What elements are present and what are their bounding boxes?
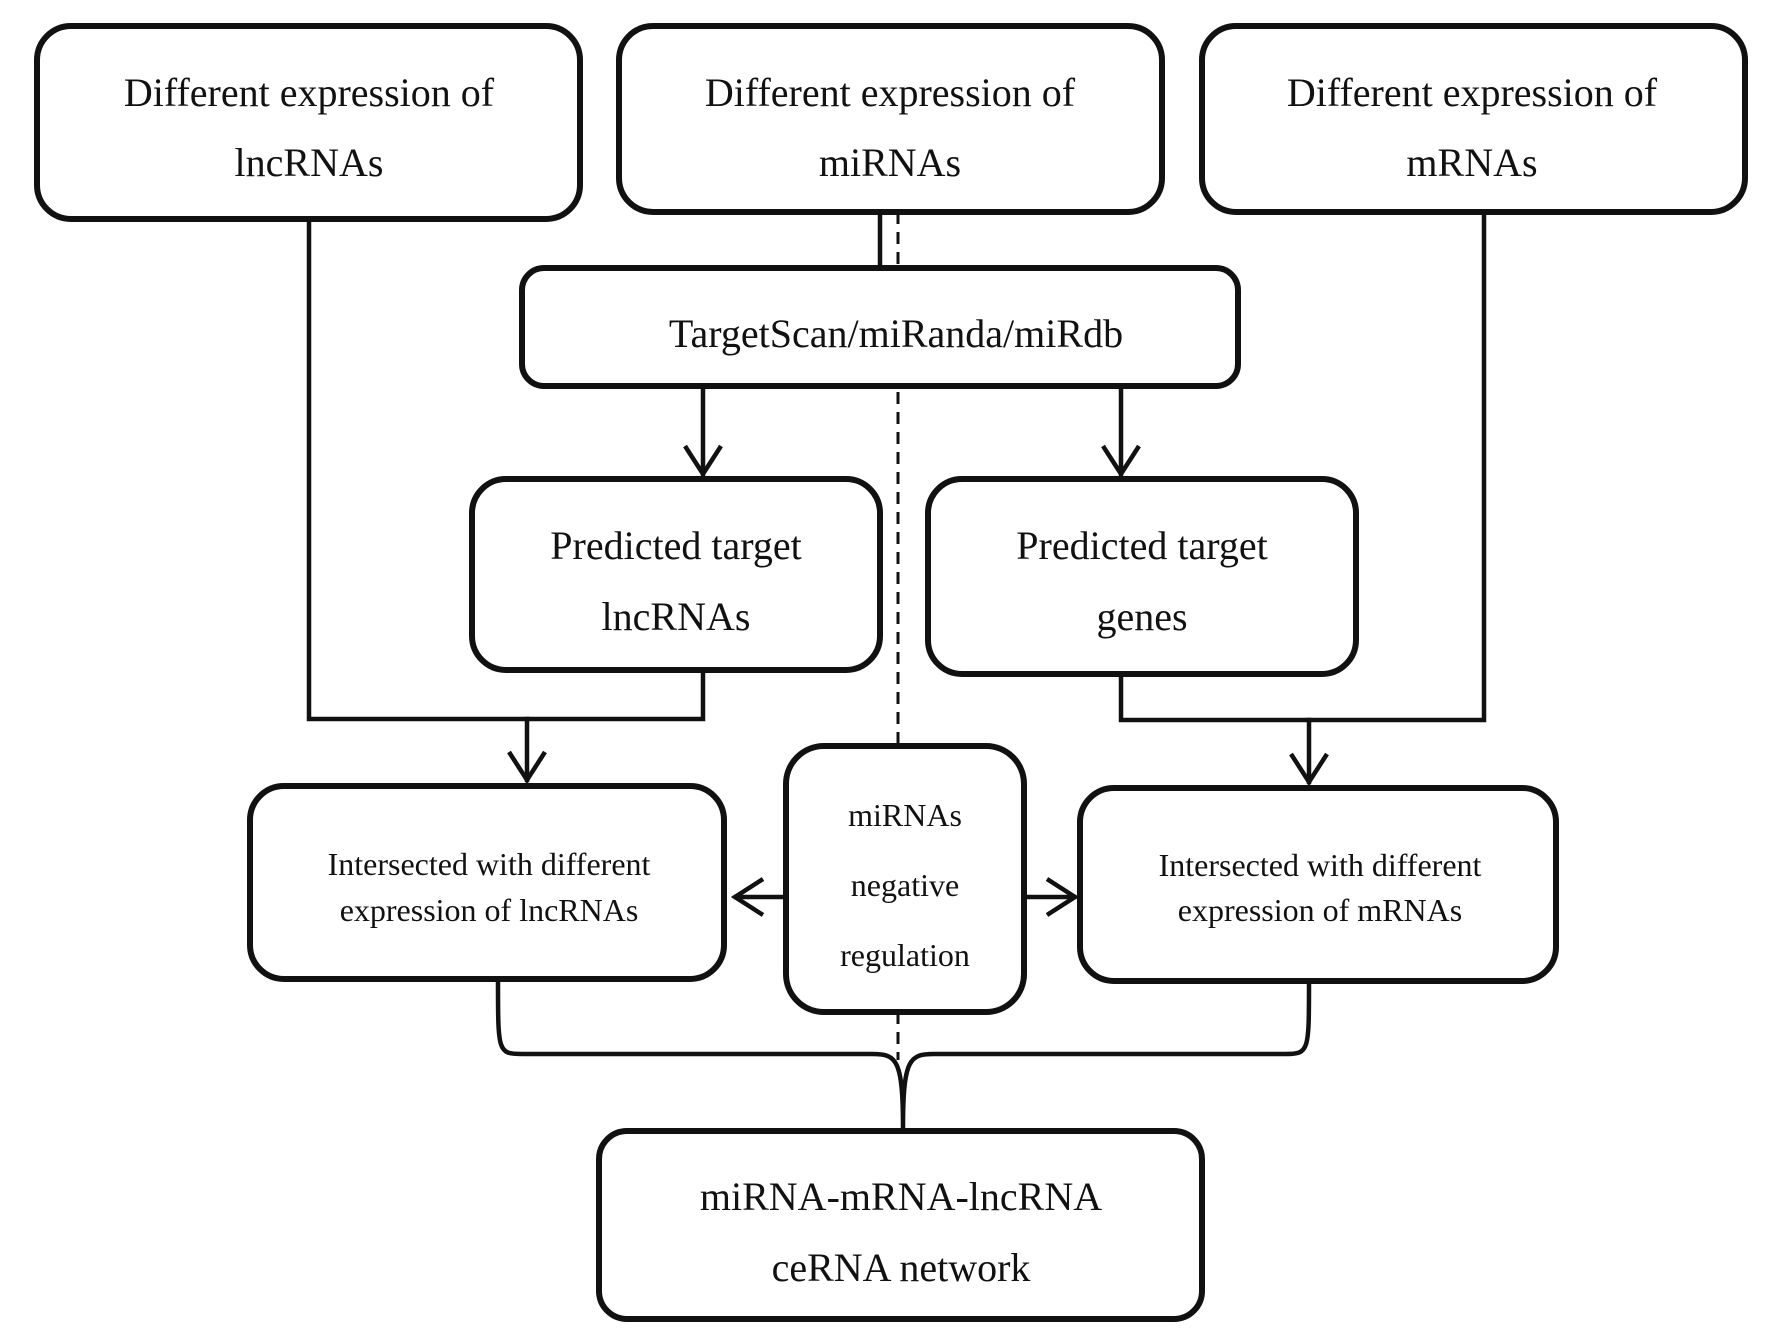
node-mirna-negative-regulation: miRNAs negative regulation (783, 743, 1027, 1015)
arrowhead-inter-lnc (507, 750, 547, 785)
node-label-line: miRNA-mRNA-lncRNA (700, 1174, 1102, 1219)
connector-m-expr-down (1118, 213, 1487, 723)
node-label-line: mRNAs (1406, 140, 1537, 185)
node-predicted-target-genes: Predicted target genes (925, 476, 1359, 677)
node-label-line: TargetScan/miRanda/miRdb (669, 311, 1123, 356)
node-lncrna-expression: Different expression of lncRNAs (34, 23, 583, 222)
node-label-line: Different expression of (124, 70, 495, 115)
node-label-line: miRNAs (819, 140, 961, 185)
arrowhead-negreg-left (730, 877, 765, 917)
arrowhead-negreg-right (1045, 877, 1080, 917)
node-label-line: Different expression of (1287, 70, 1658, 115)
node-label-line: lncRNAs (235, 140, 384, 185)
node-prediction-databases: TargetScan/miRanda/miRdb (519, 265, 1241, 389)
node-label-line: ceRNA network (772, 1245, 1031, 1290)
node-label-line: Intersected with different (328, 846, 651, 882)
node-label-line: Intersected with different (1159, 847, 1482, 883)
arrowhead-inter-m (1289, 752, 1329, 787)
node-label-line: Different expression of (705, 70, 1076, 115)
node-label-line: regulation (840, 937, 970, 973)
node-intersect-mrna: Intersected with different expression of… (1077, 785, 1559, 984)
arrowhead-pred-lnc (683, 444, 723, 479)
node-mrna-expression: Different expression of mRNAs (1199, 23, 1748, 215)
node-label-line: genes (1096, 594, 1187, 639)
node-label-line: Predicted target (1016, 523, 1267, 568)
node-label-line: expression of mRNAs (1178, 892, 1462, 928)
arrowhead-pred-genes (1101, 444, 1141, 479)
node-cerna-network: miRNA-mRNA-lncRNA ceRNA network (596, 1128, 1205, 1322)
node-label-line: negative (851, 867, 959, 903)
node-label-line: lncRNAs (602, 594, 751, 639)
connector-lnc-expr-down (306, 219, 706, 722)
node-predicted-target-lncrnas: Predicted target lncRNAs (469, 476, 883, 673)
node-label-line: expression of lncRNAs (340, 892, 639, 928)
node-mirna-expression: Different expression of miRNAs (616, 23, 1165, 215)
node-label-line: miRNAs (848, 797, 962, 833)
node-intersect-lncrna: Intersected with different expression of… (247, 783, 727, 982)
node-label-line: Predicted target (550, 523, 801, 568)
